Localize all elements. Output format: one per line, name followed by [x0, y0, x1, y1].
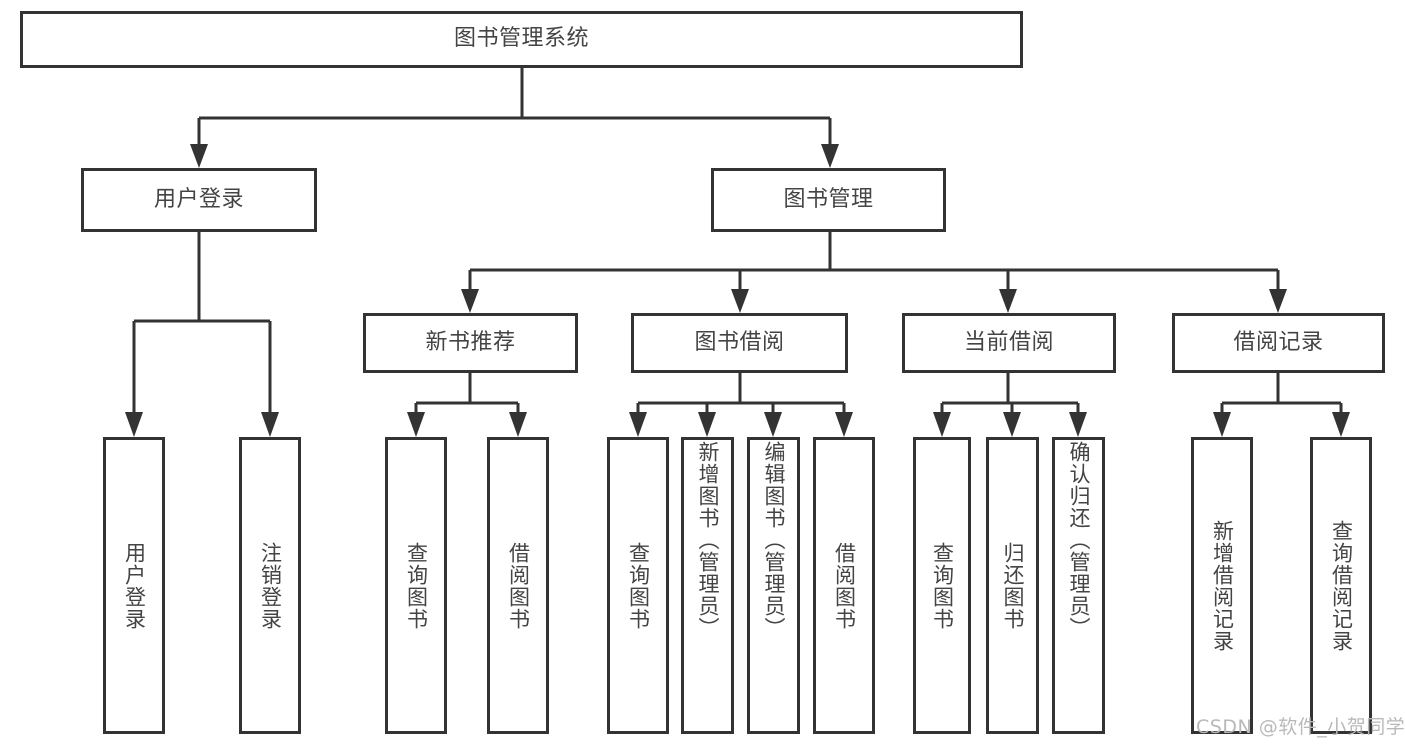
arrow-head-leaf-add-borrow-record: [1213, 412, 1231, 437]
node-box-leaf-return-book[interactable]: [986, 437, 1039, 734]
arrow-head-leaf-query-book-rec: [407, 412, 425, 437]
node-box-book-manage[interactable]: [711, 168, 946, 232]
node-box-leaf-add-book-admin[interactable]: [681, 437, 734, 734]
node-box-new-book-recommend[interactable]: [363, 313, 578, 373]
node-box-borrow-record[interactable]: [1172, 313, 1385, 373]
connector-book-manage-to-level3: [461, 232, 1287, 313]
node-box-user-login[interactable]: [81, 168, 317, 232]
connector-user-login-to-leaves: [125, 232, 279, 437]
arrow-head-borrow-record: [1269, 289, 1287, 313]
arrow-head-leaf-confirm-return-admin: [1069, 412, 1087, 437]
arrow-head-new-book-recommend: [461, 289, 479, 313]
arrow-head-leaf-query-book-borrow: [629, 412, 647, 437]
node-box-leaf-query-borrow-record[interactable]: [1310, 437, 1372, 734]
node-box-leaf-query-book-cur[interactable]: [913, 437, 971, 734]
arrow-head-leaf-edit-book-admin: [764, 412, 782, 437]
node-box-root[interactable]: [20, 11, 1023, 68]
arrow-head-user-login: [190, 144, 208, 168]
arrow-head-leaf-query-borrow-record: [1332, 412, 1350, 437]
connector-current-borrow-to-leaves: [933, 373, 1087, 437]
arrow-head-current-borrow: [999, 289, 1017, 313]
arrow-head-leaf-borrow-book: [835, 412, 853, 437]
node-box-leaf-borrow-book-rec[interactable]: [487, 437, 549, 734]
arrow-head-leaf-user-login: [125, 412, 143, 437]
arrow-head-leaf-return-book: [1003, 412, 1021, 437]
arrow-head-leaf-add-book-admin: [698, 412, 716, 437]
node-box-leaf-add-borrow-record[interactable]: [1191, 437, 1253, 734]
node-box-leaf-user-login[interactable]: [103, 437, 165, 734]
arrow-head-book-manage: [821, 144, 839, 168]
arrow-head-leaf-query-book-cur: [933, 412, 951, 437]
node-box-current-borrow[interactable]: [902, 313, 1116, 373]
connector-book-borrow-to-leaves: [629, 373, 853, 437]
connector-new-book-recommend-to-leaves: [407, 373, 527, 437]
connector-borrow-record-to-leaves: [1213, 373, 1350, 437]
node-box-leaf-query-book-rec[interactable]: [385, 437, 447, 734]
node-box-leaf-user-logout[interactable]: [239, 437, 301, 734]
connector-root-to-level2: [190, 68, 839, 168]
node-box-leaf-edit-book-admin[interactable]: [747, 437, 800, 734]
node-box-leaf-confirm-return-admin[interactable]: [1052, 437, 1105, 734]
node-box-leaf-borrow-book[interactable]: [813, 437, 875, 734]
node-box-leaf-query-book-borrow[interactable]: [607, 437, 669, 734]
csdn-watermark: CSDN @软件_小贺同学: [1196, 716, 1405, 738]
arrow-head-book-borrow: [731, 289, 749, 313]
arrow-head-leaf-borrow-book-rec: [509, 412, 527, 437]
node-box-book-borrow[interactable]: [631, 313, 848, 373]
arrow-head-leaf-user-logout: [261, 412, 279, 437]
